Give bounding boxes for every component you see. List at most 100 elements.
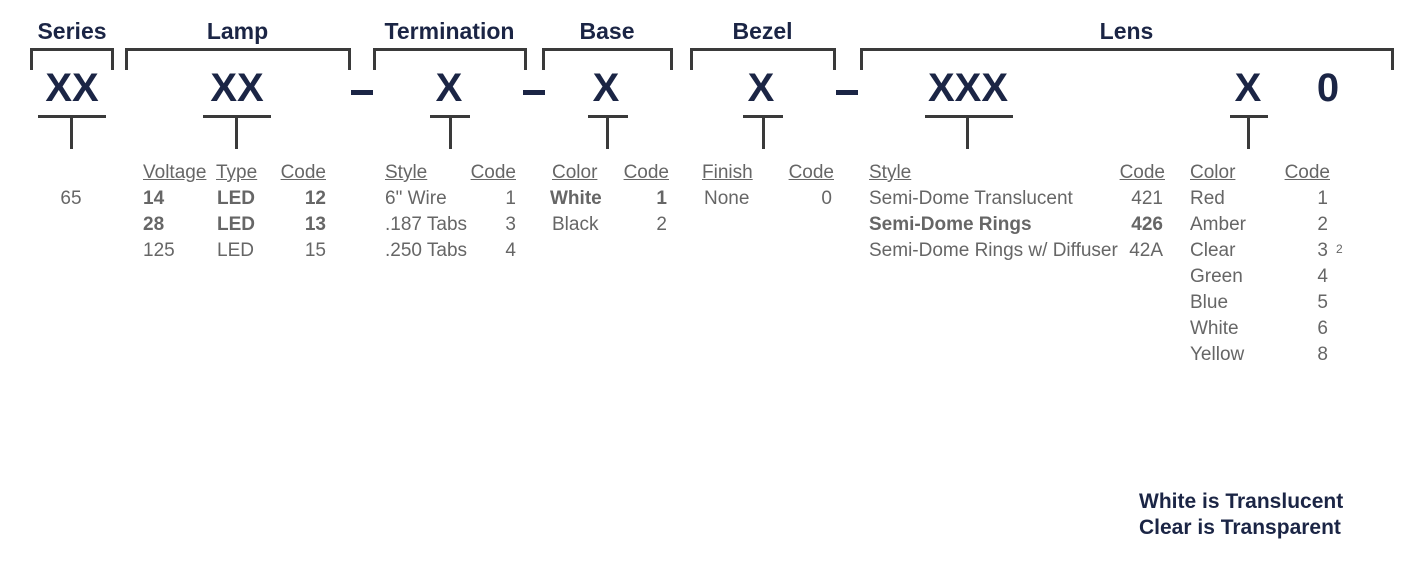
voltage-column-header: Voltage [143, 162, 207, 183]
code-column-header: Code [1119, 162, 1165, 183]
color-cell: Red [1190, 188, 1225, 209]
table-row: 14 LED 12 [143, 186, 328, 212]
bezel-code: X [747, 66, 775, 110]
series-header: Series [37, 18, 107, 44]
bezel-connector-stem [762, 115, 765, 149]
style-cell: Semi-Dome Rings w/ Diffuser [869, 240, 1118, 261]
code-cell: 3 [1317, 240, 1328, 261]
table-row: 28 LED 13 [143, 212, 328, 238]
color-cell: Yellow [1190, 344, 1245, 365]
termination-code: X [435, 66, 463, 110]
table-row: 6" Wire 1 [385, 186, 516, 212]
lens-style-table: Style Code Semi-Dome Translucent 421 Sem… [869, 160, 1165, 264]
lens-tail-code: 0 [1316, 66, 1340, 110]
lamp-table: Voltage Type Code 14 LED 12 28 LED 13 12… [143, 160, 328, 264]
base-bracket [542, 48, 673, 70]
table-row: Blue 5 [1190, 290, 1330, 316]
code-cell: 2 [1317, 214, 1328, 235]
code-column-header: Code [1284, 162, 1330, 183]
finish-cell: None [704, 188, 750, 209]
note-white-translucent: White is Translucent [1139, 490, 1344, 513]
code-cell: 5 [1317, 292, 1328, 313]
table-row: White 6 [1190, 316, 1330, 342]
lens-style-connector [925, 115, 1013, 118]
table-row: Amber 2 [1190, 212, 1330, 238]
table-row: White 1 [550, 186, 669, 212]
bezel-bracket [690, 48, 836, 70]
code-cell: 2 [656, 214, 667, 235]
lens-color-table: Color Code Red 1 Amber 2 Clear 3 2 Green… [1190, 160, 1343, 368]
color-cell: Amber [1190, 214, 1246, 235]
lamp-code: XX [210, 66, 264, 110]
lens-bracket [860, 48, 1394, 70]
lens-style-code: XXX [927, 66, 1009, 110]
color-cell: Black [552, 214, 599, 235]
termination-table: Style Code 6" Wire 1 .187 Tabs 3 .250 Ta… [385, 160, 516, 264]
code-column-header: Code [788, 162, 834, 183]
table-row: 65 [40, 186, 102, 212]
lens-header: Lens [1099, 18, 1154, 44]
code-column-header: Code [623, 162, 669, 183]
lamp-connector-stem [235, 115, 238, 149]
code-column-header: Code [470, 162, 516, 183]
style-column-header: Style [385, 162, 428, 183]
code-cell: 6 [1317, 318, 1328, 339]
table-row: Semi-Dome Rings w/ Diffuser 42A [869, 238, 1165, 264]
code-cell: 3 [505, 214, 516, 235]
separator-dash [523, 90, 545, 95]
color-cell: Blue [1190, 292, 1229, 313]
base-header: Base [579, 18, 635, 44]
code-cell: 4 [1317, 266, 1328, 287]
code-cell: 42A [1129, 240, 1163, 261]
color-cell: Clear [1190, 240, 1236, 261]
style-cell: .250 Tabs [385, 240, 468, 261]
color-cell: Green [1190, 266, 1243, 287]
note-clear-transparent: Clear is Transparent [1139, 516, 1341, 539]
table-row: Yellow 8 [1190, 342, 1330, 368]
finish-column-header: Finish [702, 162, 753, 183]
voltage-cell: 125 [143, 240, 175, 261]
termination-connector-stem [449, 115, 452, 149]
lens-color-connector-stem [1247, 115, 1250, 149]
table-row: .250 Tabs 4 [385, 238, 516, 264]
style-cell: 6" Wire [385, 188, 447, 209]
base-connector-stem [606, 115, 609, 149]
code-cell: 12 [304, 188, 326, 209]
footnote-marker: 2 [1336, 242, 1343, 256]
code-cell: 13 [304, 214, 326, 235]
table-row: None 0 [702, 186, 834, 212]
style-cell: Semi-Dome Translucent [869, 188, 1073, 209]
type-cell: LED [217, 214, 255, 235]
code-cell: 421 [1131, 188, 1163, 209]
termination-bracket [373, 48, 527, 70]
type-cell: LED [217, 188, 255, 209]
voltage-cell: 14 [143, 188, 165, 209]
table-row: Black 2 [552, 212, 669, 238]
code-cell: 15 [304, 240, 326, 261]
separator-dash [351, 90, 373, 95]
table-row: 125 LED 15 [143, 238, 328, 264]
termination-header: Termination [384, 18, 515, 44]
series-table: 65 [40, 160, 102, 212]
bezel-header: Bezel [732, 18, 793, 44]
lens-style-connector-stem [966, 115, 969, 149]
type-cell: LED [217, 240, 254, 261]
style-cell: Semi-Dome Rings [869, 214, 1032, 235]
lamp-bracket [125, 48, 351, 70]
bezel-table: Finish Code None 0 [702, 160, 834, 212]
voltage-cell: 28 [143, 214, 165, 235]
table-row: Red 1 [1190, 186, 1330, 212]
code-cell: 8 [1317, 344, 1328, 365]
series-code: XX [45, 66, 99, 110]
color-cell: White [1190, 318, 1239, 339]
base-code: X [592, 66, 620, 110]
lens-color-code: X [1234, 66, 1262, 110]
color-cell: White [550, 188, 602, 209]
separator-dash [836, 90, 858, 95]
color-column-header: Color [1190, 162, 1236, 183]
code-cell: 4 [505, 240, 516, 261]
base-table: Color Code White 1 Black 2 [550, 160, 669, 238]
code-column-header: Code [280, 162, 326, 183]
series-connector-stem [70, 115, 73, 149]
style-column-header: Style [869, 162, 912, 183]
